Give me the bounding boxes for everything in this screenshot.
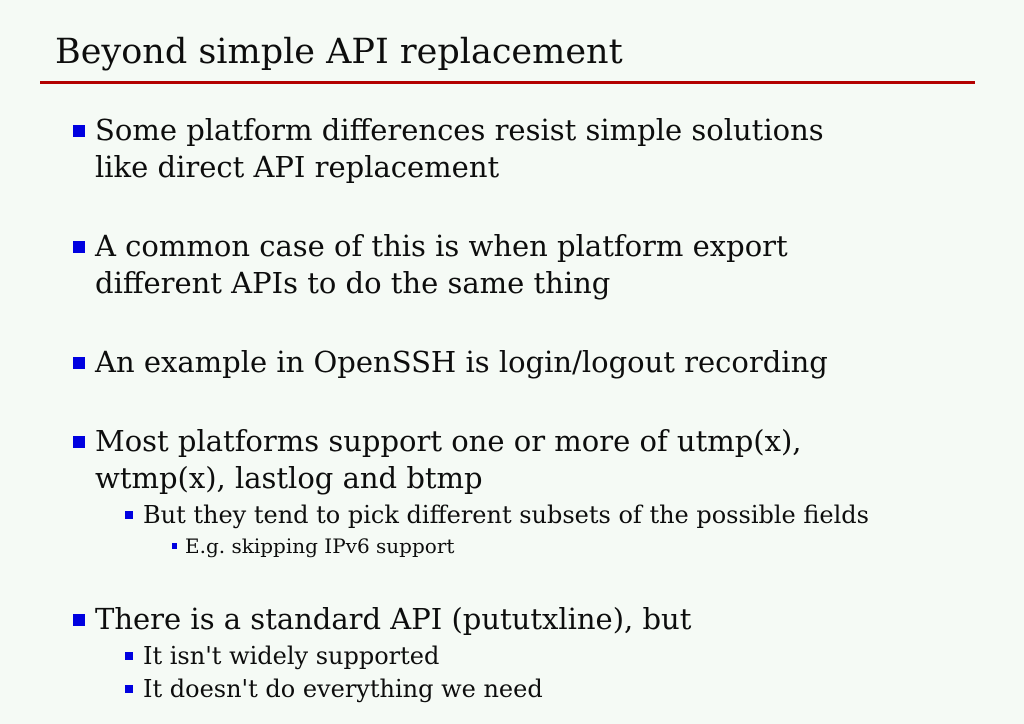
bullet-text: A common case of this is when platform e… [95, 229, 788, 300]
bullet-square-icon [73, 125, 85, 137]
bullet-square-icon [73, 241, 85, 253]
bullet-text: E.g. skipping IPv6 support [185, 534, 455, 558]
bullet-list: Some platform differences resist simple … [55, 112, 1005, 704]
slide-title: Beyond simple API replacement [55, 32, 623, 72]
bullet-text: It isn't widely supported [143, 642, 440, 670]
title-underline-rule [40, 81, 975, 84]
bullet-item: A common case of this is when platform e… [73, 228, 1005, 302]
bullet-square-icon [172, 543, 177, 549]
bullet-item: Most platforms support one or more of ut… [73, 423, 1005, 497]
bullet-text: It doesn't do everything we need [143, 675, 543, 703]
bullet-text: But they tend to pick different subsets … [143, 501, 869, 529]
bullet-square-icon [73, 357, 85, 369]
bullet-square-icon [73, 614, 85, 626]
bullet-item: E.g. skipping IPv6 support [172, 533, 1005, 559]
bullet-square-icon [125, 511, 133, 519]
bullet-text: Most platforms support one or more of ut… [95, 424, 802, 495]
bullet-text: There is a standard API (pututxline), bu… [95, 602, 692, 636]
bullet-item: There is a standard API (pututxline), bu… [73, 601, 1005, 638]
bullet-item: An example in OpenSSH is login/logout re… [73, 344, 1005, 381]
bullet-item: But they tend to pick different subsets … [125, 500, 1005, 530]
bullet-item: It doesn't do everything we need [125, 674, 1005, 704]
bullet-item: It isn't widely supported [125, 641, 1005, 671]
bullet-square-icon [125, 685, 133, 693]
bullet-item: Some platform differences resist simple … [73, 112, 1005, 186]
bullet-square-icon [125, 652, 133, 660]
bullet-square-icon [73, 436, 85, 448]
presentation-slide: Beyond simple API replacement Some platf… [40, 32, 1005, 704]
bullet-text: Some platform differences resist simple … [95, 113, 824, 184]
bullet-text: An example in OpenSSH is login/logout re… [95, 345, 828, 379]
